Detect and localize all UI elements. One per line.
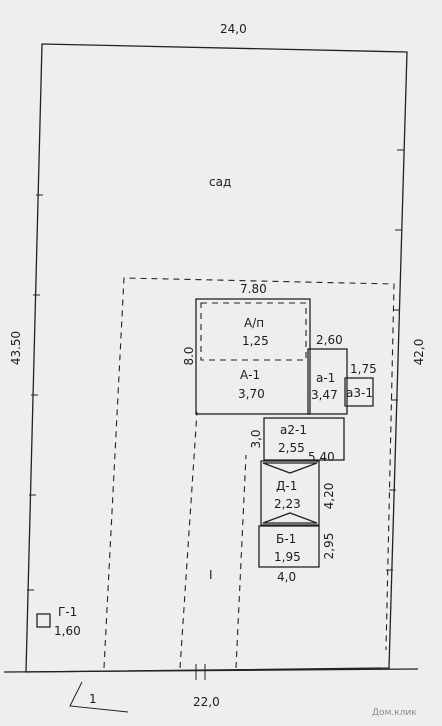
garden-label: сад: [209, 175, 231, 189]
g-1-value: 1,60: [54, 624, 81, 638]
driveway-right: [235, 454, 247, 669]
a-p-value: 1,25: [242, 334, 269, 348]
a1-label: а-1: [316, 371, 335, 385]
a-1-dim-left: 8.0: [182, 346, 196, 365]
corner-mark: 1: [89, 692, 97, 706]
a-1-dim-top: 7.80: [240, 282, 267, 296]
building-d-1: [260, 460, 320, 526]
b-1-label: Б-1: [276, 532, 296, 546]
dim-bottom: 22,0: [193, 695, 220, 709]
right-ticks: [386, 149, 404, 571]
building-a-p: [200, 302, 307, 361]
a3-1-label: а3-1: [346, 386, 373, 400]
building-a2-1: [263, 417, 345, 461]
a2-1-dim-right: 5,40: [308, 450, 335, 464]
dim-right: 42,0: [412, 339, 426, 366]
d-1-label: Д-1: [276, 479, 297, 493]
d-1-dim-right: 4,20: [322, 483, 336, 510]
dim-left: 43.50: [9, 331, 23, 365]
dim-top: 24,0: [220, 22, 247, 36]
ground-line: [3, 668, 419, 673]
a3-1-dim-top: 1,75: [350, 362, 377, 376]
a-1-label: А-1: [240, 368, 260, 382]
building-b-1: [258, 525, 320, 568]
building-g-1: [36, 613, 51, 628]
a1-value: 3,47: [311, 388, 338, 402]
a-p-label: А/п: [244, 316, 264, 330]
driveway-left: [179, 411, 198, 669]
a2-1-label: а2-1: [280, 423, 307, 437]
building-a3-1: [344, 377, 374, 407]
watermark: Дом.клик: [372, 708, 417, 718]
building-a-1: [195, 298, 311, 415]
bottom-ticks: [195, 664, 206, 680]
d-1-value: 2,23: [274, 497, 301, 511]
a2-1-dim-left: 3,0: [249, 429, 263, 448]
left-ticks: [27, 194, 43, 591]
g-1-label: Г-1: [58, 605, 77, 619]
d-1-triangle-top: [262, 462, 318, 474]
zone-mark: I: [209, 568, 213, 582]
corner-leader: [69, 681, 129, 713]
d-1-triangle-bottom: [262, 512, 318, 524]
plot-boundary: [25, 43, 408, 673]
b-1-value: 1,95: [274, 550, 301, 564]
b-1-dim-right: 2,95: [322, 533, 336, 560]
a2-1-value: 2,55: [278, 441, 305, 455]
building-a1: [307, 348, 348, 415]
a1-dim-top: 2,60: [316, 333, 343, 347]
b-1-dim-bottom: 4,0: [277, 570, 296, 584]
a-1-value: 3,70: [238, 387, 265, 401]
